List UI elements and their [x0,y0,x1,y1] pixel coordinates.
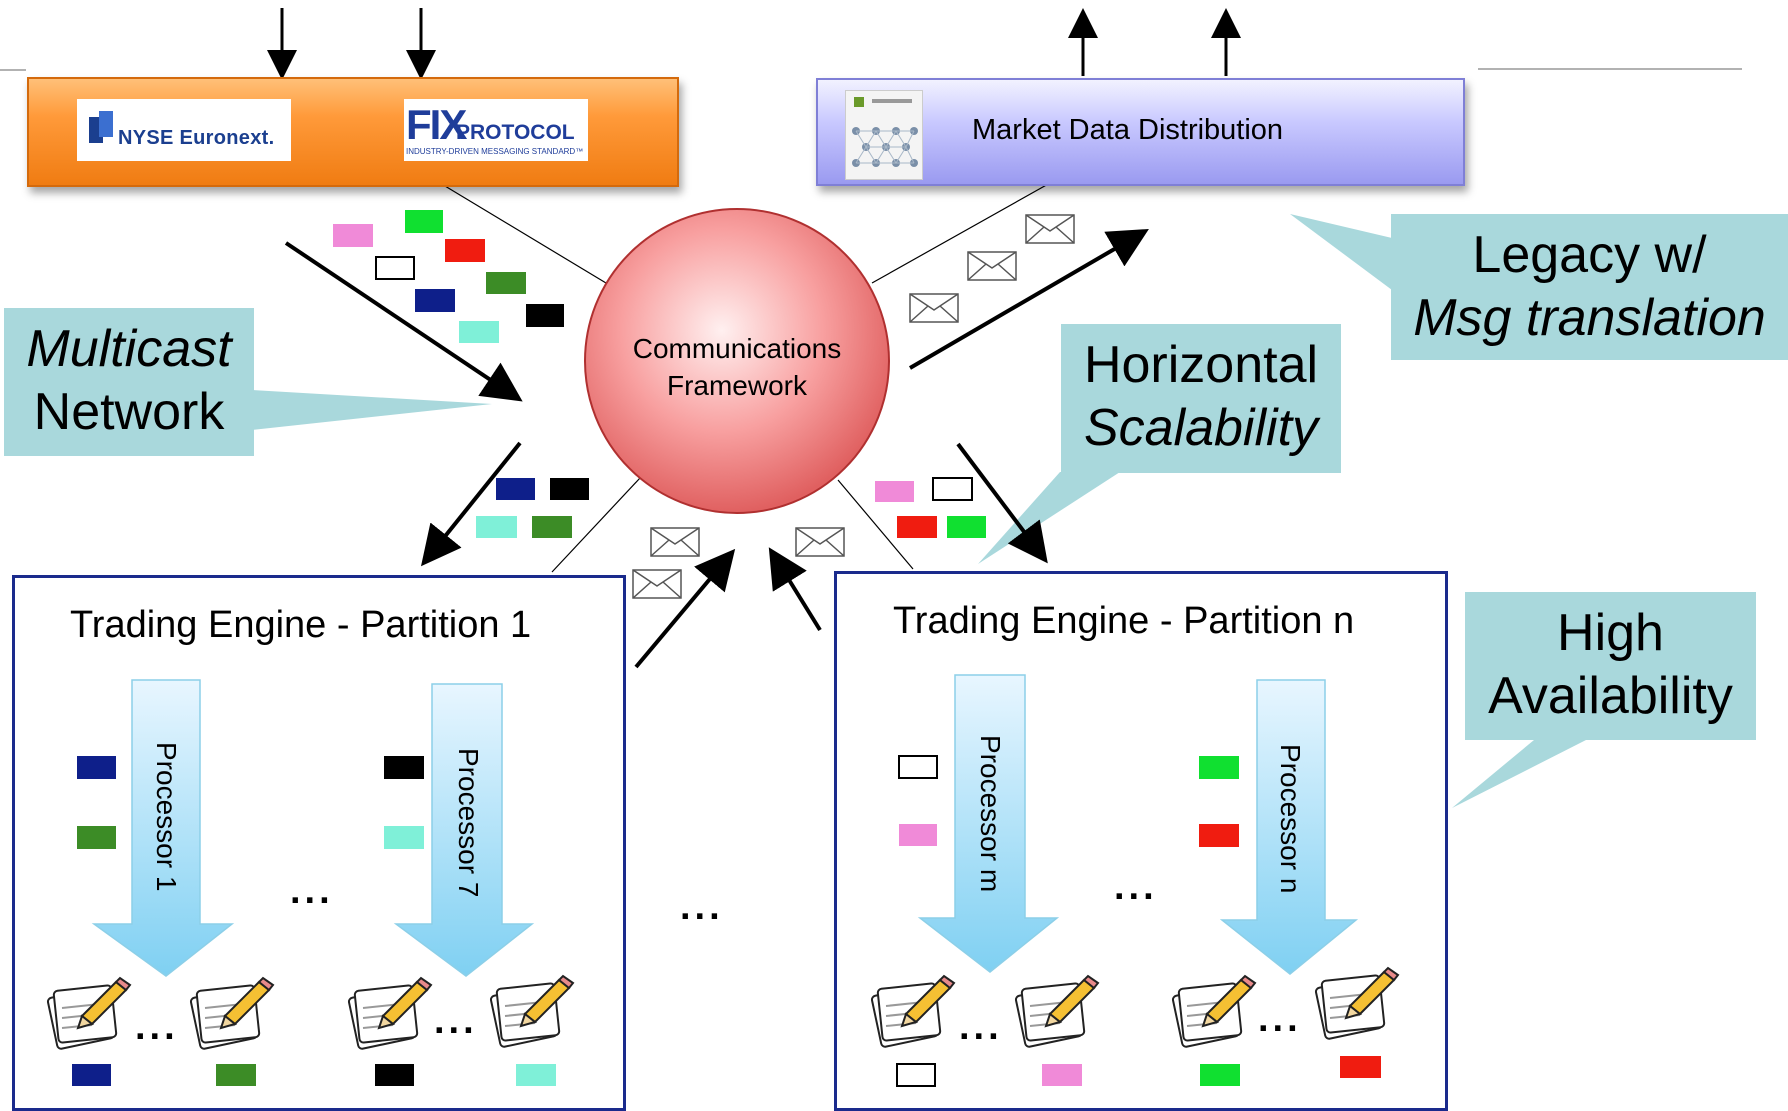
horizontal-line1: Horizontal [1083,336,1319,394]
msg-navy [77,756,116,779]
processor-n-label: Processor n [1275,744,1306,894]
msg-red [1340,1056,1381,1078]
msg-white [896,1063,936,1087]
msg-pink [1042,1064,1082,1086]
ha-line2: Availability [1488,667,1733,725]
notepad-icon [1171,975,1256,1049]
processor-1-arrow [91,679,235,977]
connector-ten-hub [837,479,914,570]
ha-callout-tail [1452,740,1586,808]
nyse-euronext-logo: NYSE Euronext. [77,99,291,161]
fix-protocol-logo: FIX PROTOCOL INDUSTRY-DRIVEN MESSAGING S… [404,99,588,161]
msg-red [445,239,485,262]
processor-1-label: Processor 1 [151,742,182,892]
notepad-icon [489,975,574,1049]
hub-label-line2: Framework [666,370,807,401]
msg-green [405,210,443,233]
arrow-hub-to-te1 [420,441,522,567]
ellipsis-notepads-4: ... [1258,998,1302,1040]
ellipsis-partitions: ... [680,886,724,928]
msg-black [384,756,424,779]
processor-m-arrow [917,674,1060,973]
msg-green [1200,1064,1240,1086]
ellipsis-ten-processors: ... [1114,866,1158,908]
arrow-hub-to-ten [956,442,1048,564]
market-data-distribution-bar [816,78,1465,186]
msg-aqua [516,1064,556,1086]
communications-hub [584,208,890,514]
msg-black [550,478,589,500]
msg-navy [496,478,535,500]
legacy-callout-tail [1290,214,1392,290]
msg-navy [72,1064,111,1086]
msg-white [898,755,938,779]
msg-red [1199,824,1239,847]
connector-purple-hub [871,182,1051,284]
mdd-title: Market Data Distribution [972,114,1284,146]
msg-black [375,1064,414,1086]
multicast-callout-tail [252,390,492,430]
processor-n-arrow [1219,679,1359,975]
ellipsis-notepads-2: ... [434,1000,478,1042]
msg-black [526,304,564,327]
network-thumbnail-icon [845,90,923,180]
nyse-logo-text: NYSE Euronext. [118,127,275,149]
legacy-callout: Legacy w/ Msg translation [1391,214,1788,360]
arrow-ten-to-hub [768,547,822,632]
msg-aqua [459,321,499,343]
arrow-hub-to-mdd [908,228,1149,370]
hub-label-line1: Communications [632,333,842,364]
hub-label: Communications Framework [610,330,864,404]
notepad-icon [46,977,132,1051]
ha-line1: High [1557,604,1664,662]
horizontal-scalability-callout: Horizontal Scalability [1061,324,1341,473]
msg-aqua [384,826,424,849]
multicast-callout: Multicast Network [4,308,254,456]
msg-white [375,256,415,280]
msg-darkgreen [216,1064,256,1086]
legacy-line2: Msg translation [1413,289,1766,347]
msg-pink [333,224,373,247]
msg-navy [415,289,455,312]
multicast-line1: Multicast [26,320,232,378]
processor-m-label: Processor m [975,735,1006,893]
ellipsis-te1-processors: ... [290,870,334,912]
msg-darkgreen [486,272,526,294]
fix-logo-big: FIX [406,101,467,148]
msg-red [897,516,937,538]
nyse-mark-icon [89,111,113,143]
notepad-icon [1014,975,1099,1049]
msg-white [932,477,973,501]
msg-pink [899,824,937,846]
notepad-icon [1314,967,1399,1041]
msg-darkgreen [77,826,116,849]
connector-orange-hub [439,182,607,284]
msg-green [1199,756,1239,779]
high-availability-callout: High Availability [1465,592,1756,740]
processor-7-arrow [393,683,535,977]
msg-aqua [476,516,517,538]
notepad-icon [870,975,955,1049]
connector-te1-hub [551,477,641,573]
horizontal-line2: Scalability [1083,399,1319,457]
msg-darkgreen [532,516,572,538]
multicast-line2: Network [33,383,225,441]
ellipsis-notepads-1: ... [135,1006,179,1048]
ellipsis-notepads-3: ... [959,1006,1003,1048]
legacy-line1: Legacy w/ [1472,226,1707,284]
notepad-icon [189,977,274,1051]
notepad-icon [347,977,432,1051]
processor-7-label: Processor 7 [453,748,484,898]
msg-green [947,516,986,538]
fix-logo-small: PROTOCOL [456,121,575,144]
arrow-te1-to-hub [634,548,736,669]
msg-pink [875,481,914,502]
arrow-in-to-hub [284,241,523,402]
ten-title: Trading Engine - Partition n [893,600,1355,642]
te1-title: Trading Engine - Partition 1 [70,604,532,646]
fix-logo-tagline: INDUSTRY-DRIVEN MESSAGING STANDARD™ [406,147,584,156]
